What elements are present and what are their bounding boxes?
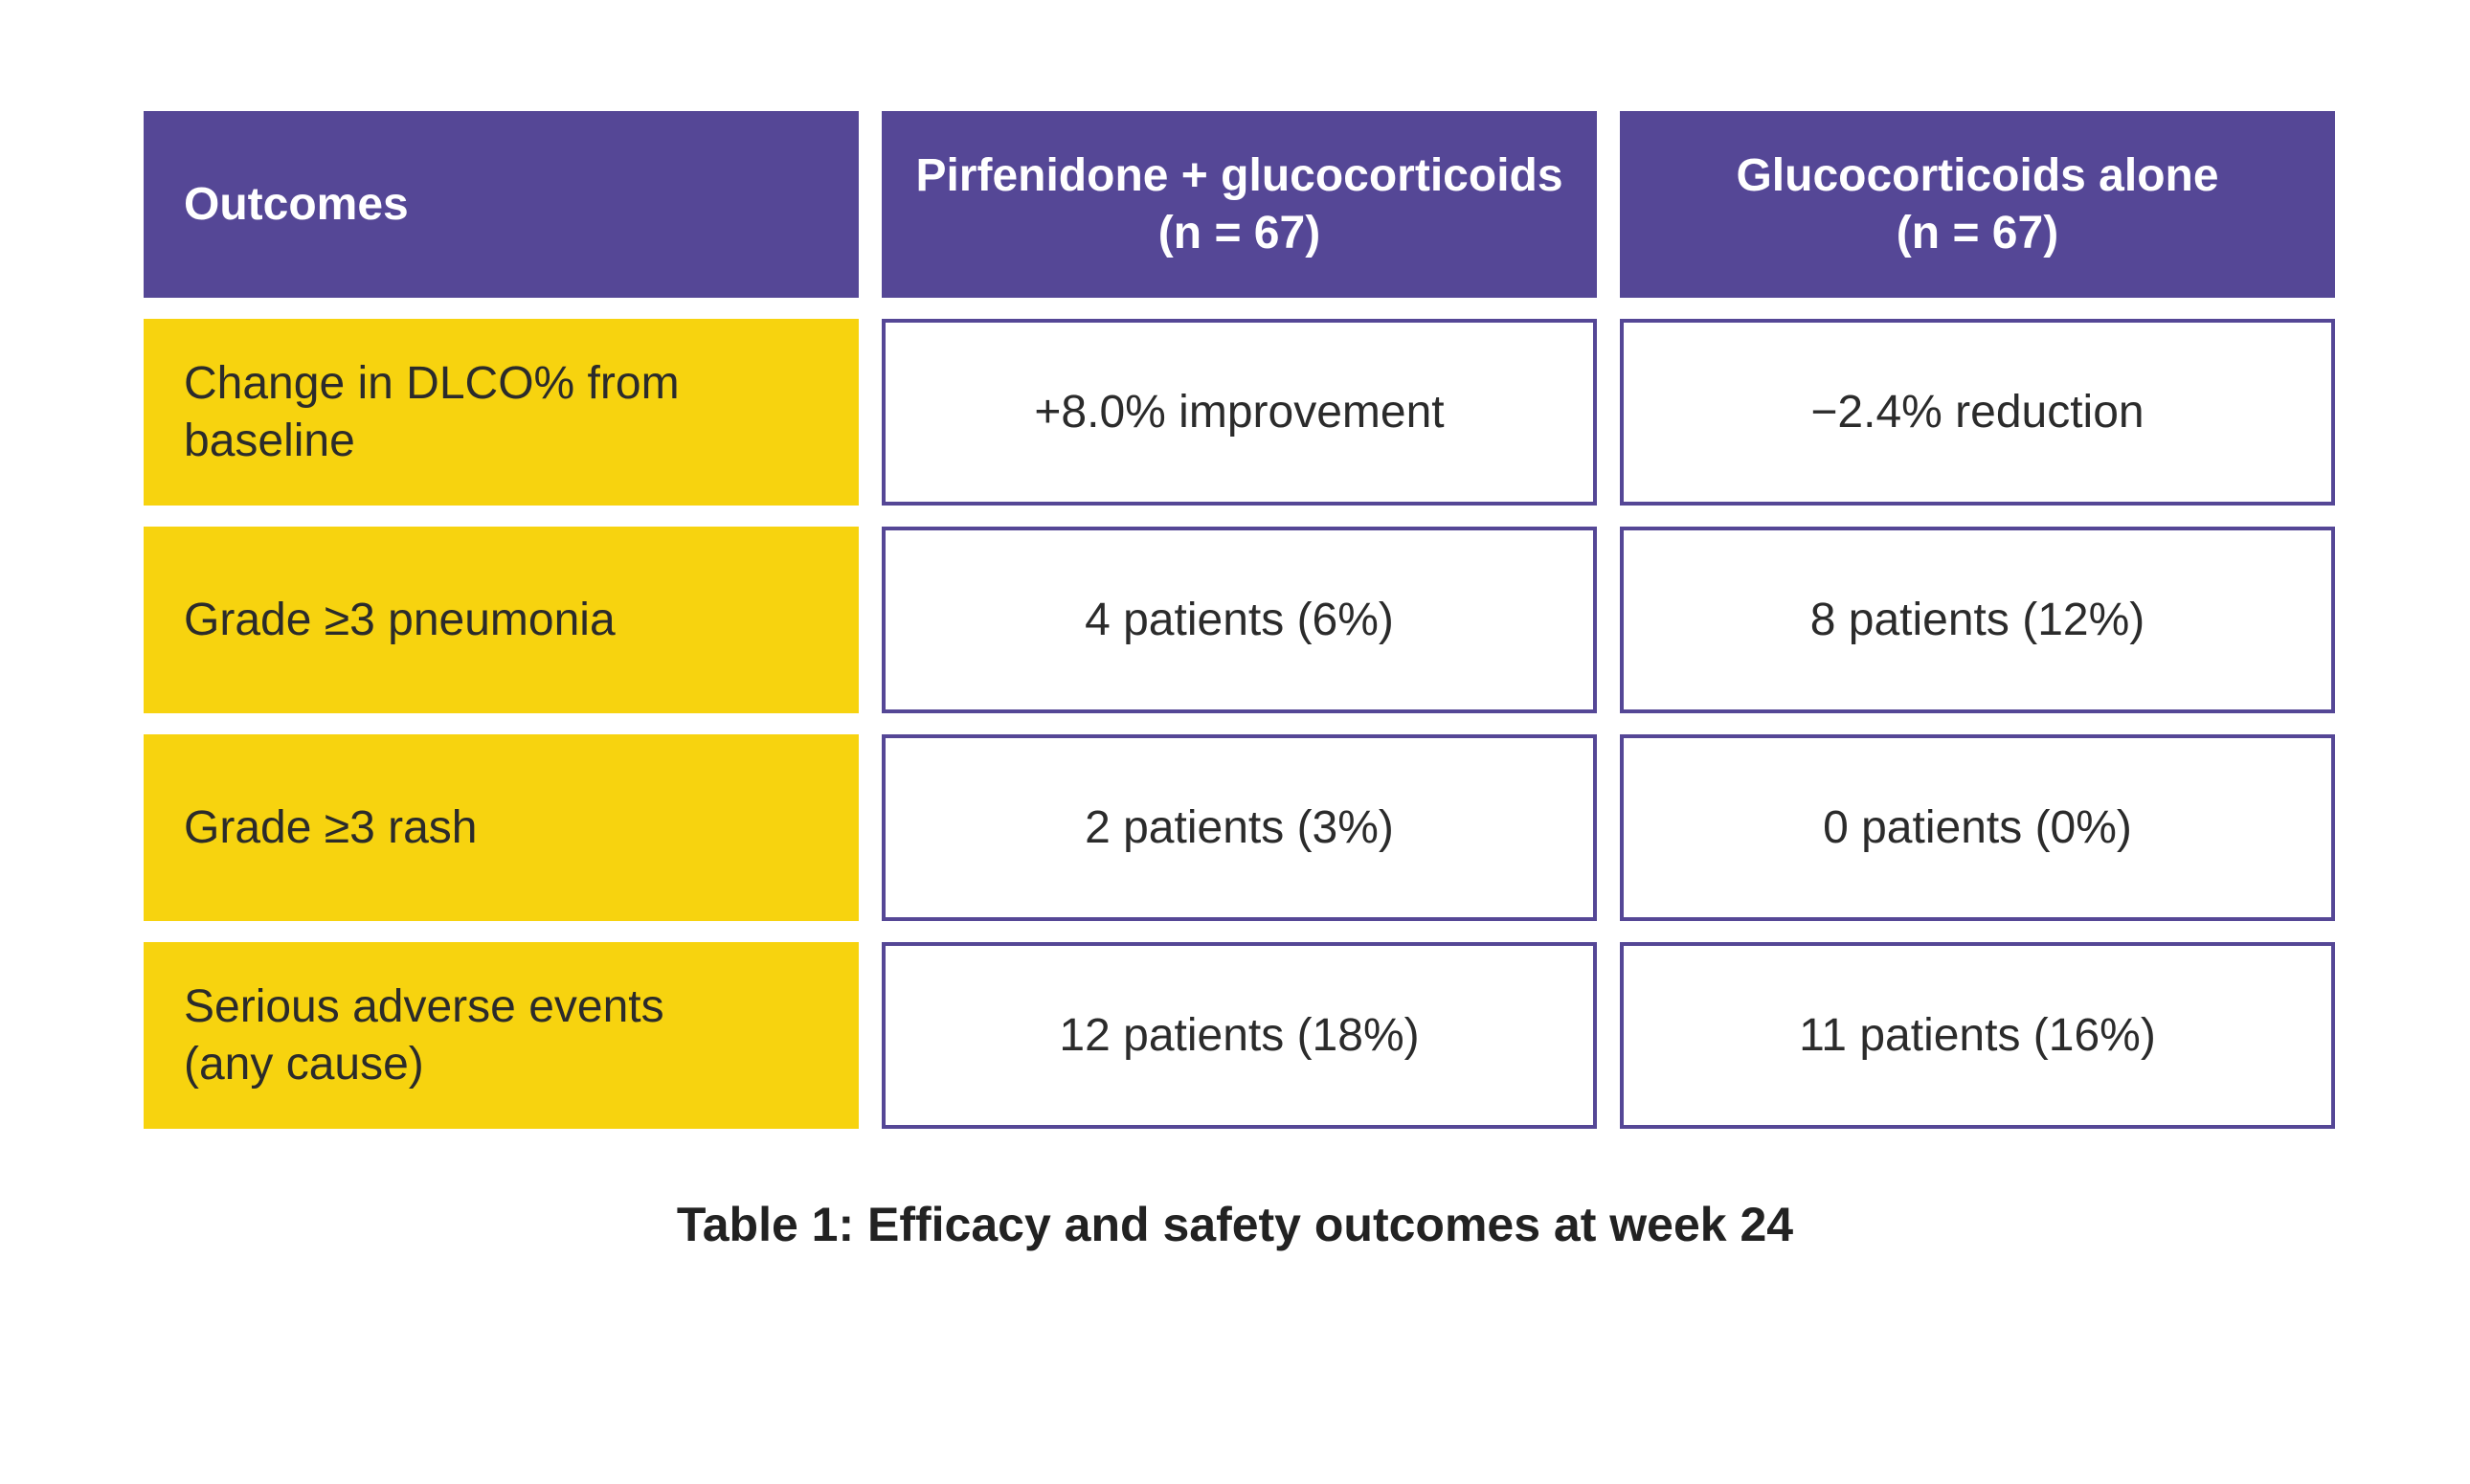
table-caption: Table 1: Efficacy and safety outcomes at… bbox=[676, 1198, 1794, 1251]
cell-value: −2.4% reduction bbox=[1810, 386, 2144, 438]
cell-pirfenidone-serious-ae: 12 patients (18%) bbox=[882, 942, 1597, 1129]
header-pirfenidone: Pirfenidone + glucocorticoids (n = 67) bbox=[882, 111, 1597, 298]
cell-value: 2 patients (3%) bbox=[1085, 801, 1394, 853]
header-glucocorticoids-title: Glucocorticoids alone bbox=[1736, 149, 2219, 201]
row-label-serious-ae: Serious adverse events (any cause) bbox=[144, 942, 859, 1129]
cell-value: 12 patients (18%) bbox=[1059, 1009, 1420, 1061]
cell-glucocorticoids-dlco: −2.4% reduction bbox=[1620, 319, 2335, 506]
row-label-dlco: Change in DLCO% from baseline bbox=[144, 319, 859, 506]
row-label-text: Serious adverse events (any cause) bbox=[184, 980, 664, 1090]
cell-value: 0 patients (0%) bbox=[1823, 801, 2132, 853]
header-glucocorticoids-n: (n = 67) bbox=[1896, 207, 2059, 259]
cell-pirfenidone-pneumonia: 4 patients (6%) bbox=[882, 527, 1597, 713]
header-glucocorticoids: Glucocorticoids alone (n = 67) bbox=[1620, 111, 2335, 298]
row-label-text: Grade ≥3 rash bbox=[184, 801, 478, 853]
header-outcomes-label: Outcomes bbox=[184, 178, 409, 230]
row-label-text: Grade ≥3 pneumonia bbox=[184, 594, 616, 645]
cell-glucocorticoids-serious-ae: 11 patients (16%) bbox=[1620, 942, 2335, 1129]
cell-value: 11 patients (16%) bbox=[1799, 1009, 2156, 1061]
row-label-pneumonia: Grade ≥3 pneumonia bbox=[144, 527, 859, 713]
row-label-text: Change in DLCO% from baseline bbox=[184, 357, 680, 466]
cell-value: 8 patients (12%) bbox=[1809, 594, 2145, 645]
cell-pirfenidone-rash: 2 patients (3%) bbox=[882, 734, 1597, 921]
cell-value: +8.0% improvement bbox=[1034, 386, 1445, 438]
cell-value: 4 patients (6%) bbox=[1085, 594, 1394, 645]
row-label-rash: Grade ≥3 rash bbox=[144, 734, 859, 921]
cell-pirfenidone-dlco: +8.0% improvement bbox=[882, 319, 1597, 506]
header-pirfenidone-n: (n = 67) bbox=[1157, 207, 1321, 259]
cell-glucocorticoids-rash: 0 patients (0%) bbox=[1620, 734, 2335, 921]
header-pirfenidone-title: Pirfenidone + glucocorticoids bbox=[915, 149, 1563, 201]
header-outcomes: Outcomes bbox=[144, 111, 859, 298]
cell-glucocorticoids-pneumonia: 8 patients (12%) bbox=[1620, 527, 2335, 713]
outcomes-table: Outcomes Pirfenidone + glucocorticoids (… bbox=[144, 111, 2336, 1129]
